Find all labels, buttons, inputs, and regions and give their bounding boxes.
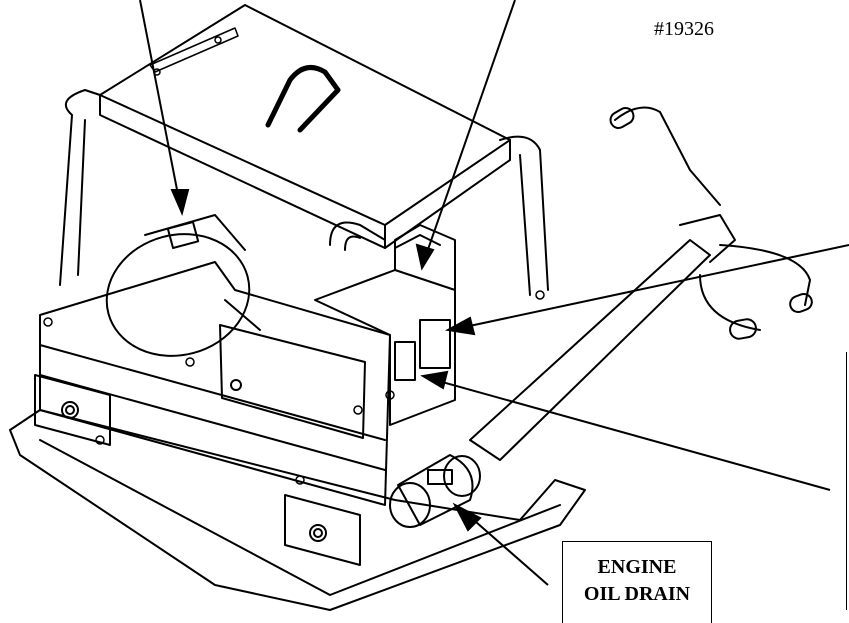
leader-line-top-left bbox=[139, 0, 181, 206]
adjacent-frame-edge bbox=[846, 352, 849, 610]
leader-line-top-center bbox=[424, 0, 516, 259]
base-plate bbox=[9, 409, 586, 611]
leader-line-right-lower bbox=[434, 379, 831, 491]
leader-line-oil-drain bbox=[467, 514, 549, 586]
roll-bar-front bbox=[329, 221, 386, 251]
part-number: #19326 bbox=[654, 18, 714, 40]
side-panel bbox=[219, 324, 366, 439]
callout-line-1: ENGINE bbox=[597, 556, 677, 578]
left-cover bbox=[34, 374, 111, 446]
engine-box bbox=[314, 269, 456, 426]
handle-head bbox=[679, 214, 736, 263]
handle-grip bbox=[614, 106, 811, 331]
lift-handle bbox=[265, 65, 341, 133]
belt-guard bbox=[105, 233, 251, 357]
drain-port bbox=[427, 469, 453, 485]
engine-oil-drain-callout: ENGINE OIL DRAIN bbox=[562, 541, 712, 623]
motor-cylinder bbox=[397, 454, 474, 526]
handle-arm bbox=[469, 239, 711, 461]
roll-bar-left bbox=[59, 89, 101, 286]
callout-line-2: OIL DRAIN bbox=[583, 583, 691, 605]
right-cover bbox=[284, 494, 361, 566]
roll-bar-right bbox=[499, 135, 549, 296]
leader-line-right-upper bbox=[459, 244, 849, 329]
